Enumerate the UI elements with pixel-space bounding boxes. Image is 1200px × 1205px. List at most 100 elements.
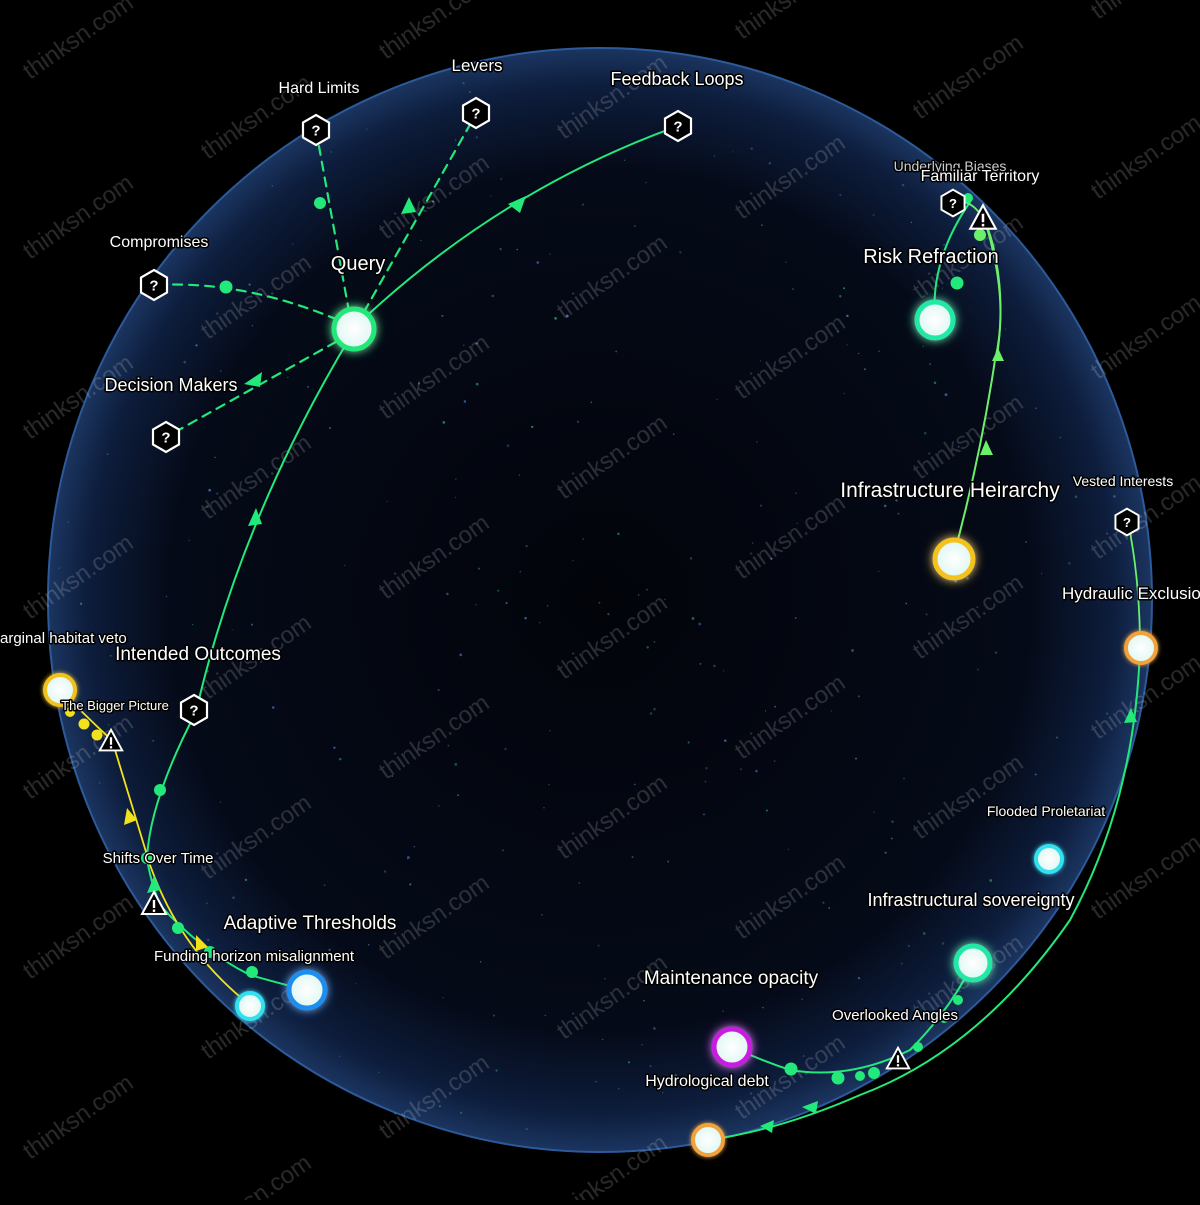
star-dot [291, 243, 294, 245]
star-dot [576, 420, 580, 424]
star-dot [441, 314, 444, 317]
link-query-compromises [154, 283, 354, 328]
link-dot [65, 707, 75, 717]
star-dot [504, 747, 507, 751]
star-dot [581, 203, 585, 206]
star-dot [679, 251, 682, 254]
star-dot [525, 1128, 528, 1131]
star-dot [922, 932, 926, 935]
star-dot [846, 314, 849, 318]
star-dot [183, 360, 187, 364]
star-dot [554, 317, 557, 320]
star-dot [1059, 436, 1062, 439]
star-dot [506, 444, 510, 448]
star-dot [287, 376, 289, 379]
link-yellow-chain [59, 689, 251, 1006]
star-dot [474, 603, 477, 606]
flooded-proletariat-node[interactable] [1034, 844, 1064, 874]
watermark-text: thinksn.com [730, 0, 850, 45]
risk-refraction-node[interactable] [914, 299, 956, 341]
decision-makers-question-icon[interactable] [151, 420, 181, 454]
star-dot [966, 576, 969, 580]
star-dot [653, 1027, 656, 1030]
adaptive-thresholds-node[interactable] [286, 969, 328, 1011]
star-dot [1025, 541, 1027, 543]
star-dot [765, 809, 768, 812]
hydraulic-exclusion-node[interactable] [1124, 631, 1158, 665]
star-dot [577, 130, 580, 132]
star-dot [662, 1091, 664, 1094]
levers-question-icon[interactable] [461, 96, 491, 130]
watermark-text: thinksn.com [18, 889, 138, 985]
query-node[interactable] [331, 306, 377, 352]
star-dot [447, 744, 450, 747]
star-dot [768, 161, 772, 165]
star-dot [1113, 495, 1116, 498]
star-dot [321, 923, 323, 926]
link-dot [314, 197, 326, 209]
star-dot [518, 474, 521, 476]
star-dot [383, 870, 387, 873]
underlying-biases-label: Underlying Biases [894, 158, 1007, 174]
compromises-question-icon[interactable] [139, 268, 169, 302]
watermark-text: thinksn.com [1086, 289, 1200, 385]
star-dot [597, 944, 600, 947]
infrastructure-heirarchy-node[interactable] [932, 537, 976, 581]
star-dot [883, 504, 887, 508]
star-dot [653, 641, 656, 643]
star-dot [698, 622, 702, 626]
star-dot [459, 1111, 463, 1115]
star-dot [994, 651, 998, 654]
star-dot [649, 1065, 652, 1067]
star-dot [58, 567, 60, 569]
arrow-marker [147, 876, 161, 893]
marginal-habitat-veto-node[interactable] [43, 673, 77, 707]
star-dot [843, 392, 846, 395]
link-dot [953, 995, 963, 1005]
star-dot [475, 382, 479, 386]
star-dot [106, 453, 109, 456]
bottom-orange-node[interactable] [691, 1123, 725, 1157]
link-query-feedback-loops [357, 125, 679, 325]
vested-interests-question-icon[interactable] [1114, 507, 1140, 537]
star-dot [541, 914, 543, 916]
intended-outcomes-question-icon[interactable] [179, 693, 209, 727]
star-dot [705, 767, 708, 770]
watermark-text: thinksn.com [908, 29, 1028, 125]
star-dot [459, 653, 463, 657]
star-dot [900, 962, 903, 965]
star-dot [391, 775, 394, 777]
star-dot [601, 1038, 604, 1041]
star-dot [536, 261, 540, 264]
star-dot [531, 425, 534, 429]
star-dot [674, 1074, 677, 1077]
funding-horizon-node[interactable] [235, 991, 265, 1021]
star-dot [925, 613, 928, 616]
star-dot [478, 567, 480, 570]
underlying-biases-question-icon[interactable] [940, 188, 966, 218]
watermark-text: thinksn.com [1086, 0, 1200, 25]
star-dot [437, 805, 440, 807]
feedback-loops-question-icon[interactable] [663, 109, 693, 143]
star-dot [667, 860, 670, 863]
star-dot [454, 763, 458, 766]
star-dot [957, 445, 960, 448]
star-dot [617, 532, 620, 536]
arrow-marker [401, 197, 416, 214]
labels-layer: Query Hard Limits Levers Compromises Dec… [0, 55, 1200, 1092]
star-dot [839, 193, 842, 197]
link-markers [65, 193, 1137, 1133]
arrow-marker [760, 1120, 774, 1133]
infrastructural-sovereignty-node[interactable] [953, 943, 993, 983]
star-dot [785, 261, 787, 264]
star-dot [495, 1069, 498, 1072]
star-dot [851, 649, 854, 652]
hard-limits-question-icon[interactable] [301, 113, 331, 147]
star-dot [645, 588, 648, 591]
link-dot [855, 1071, 865, 1081]
link-dot [172, 922, 184, 934]
star-dot [633, 783, 636, 786]
star-dot [878, 350, 880, 352]
star-dot [572, 559, 574, 562]
hydrological-debt-node[interactable] [711, 1026, 753, 1068]
